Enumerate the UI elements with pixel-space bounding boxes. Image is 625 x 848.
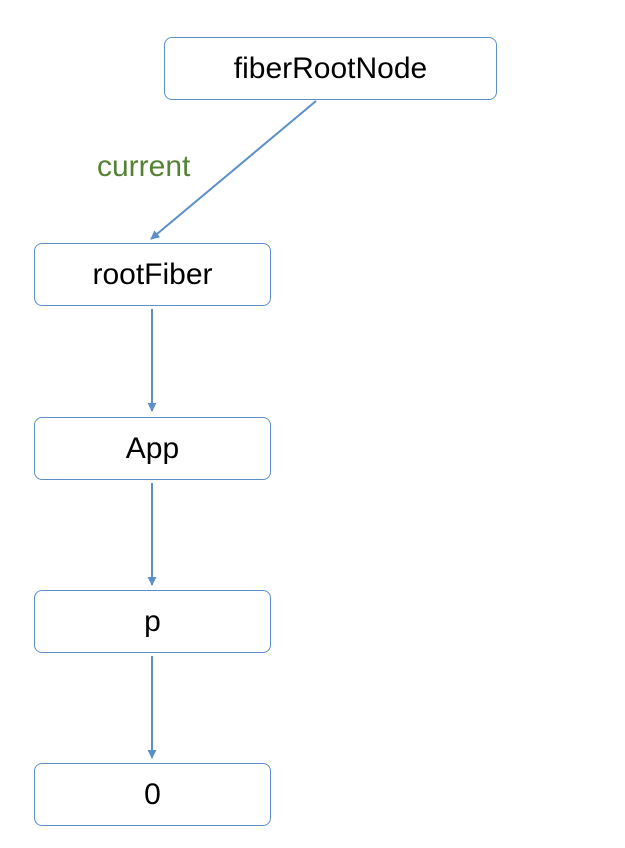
node-root-fiber-label: rootFiber [92,257,213,291]
node-fiber-root-node: fiberRootNode [164,37,497,100]
node-p: p [34,590,271,653]
node-app: App [34,417,271,480]
edge-current-arrow [150,100,317,240]
edge-label-current: current [97,150,191,183]
node-app-label: App [125,431,180,465]
node-zero-label: 0 [144,777,161,811]
node-p-label: p [144,604,161,638]
node-zero: 0 [34,763,271,826]
node-root-fiber: rootFiber [34,243,271,306]
node-fiber-root-node-label: fiberRootNode [233,51,428,85]
